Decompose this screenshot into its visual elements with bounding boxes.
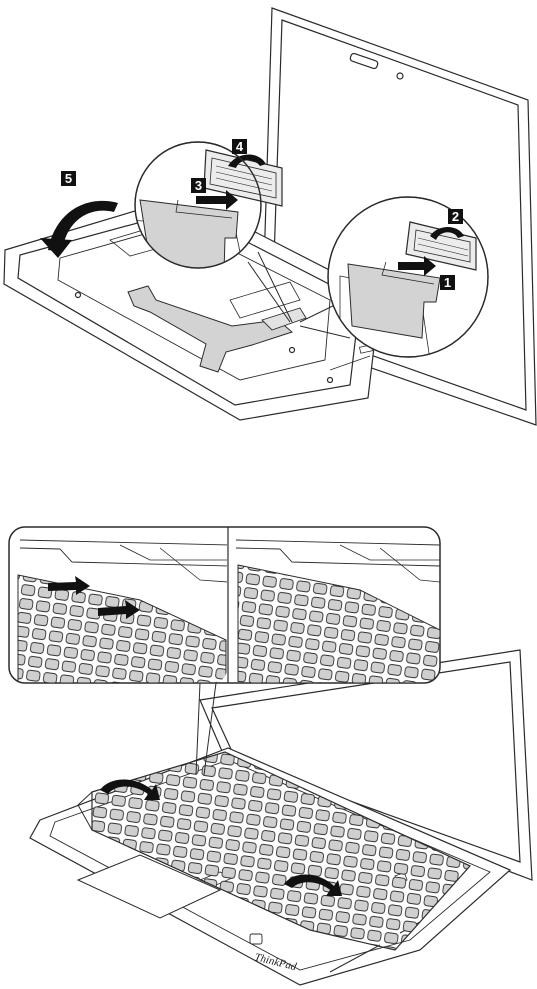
step-label-2: 2 bbox=[448, 209, 463, 224]
step-label-3-text: 3 bbox=[195, 178, 202, 193]
detail-panel bbox=[9, 527, 440, 683]
step-label-3: 3 bbox=[191, 178, 206, 193]
step-label-1-text: 1 bbox=[444, 275, 451, 290]
step-label-4: 4 bbox=[232, 139, 247, 154]
step-label-5: 5 bbox=[61, 171, 76, 186]
step-label-4-text: 4 bbox=[236, 139, 244, 154]
step-label-5-text: 5 bbox=[65, 171, 72, 186]
bottom-figure: ThinkPad bbox=[30, 650, 532, 985]
step-label-1: 1 bbox=[440, 275, 455, 290]
step-label-2-text: 2 bbox=[452, 209, 459, 224]
